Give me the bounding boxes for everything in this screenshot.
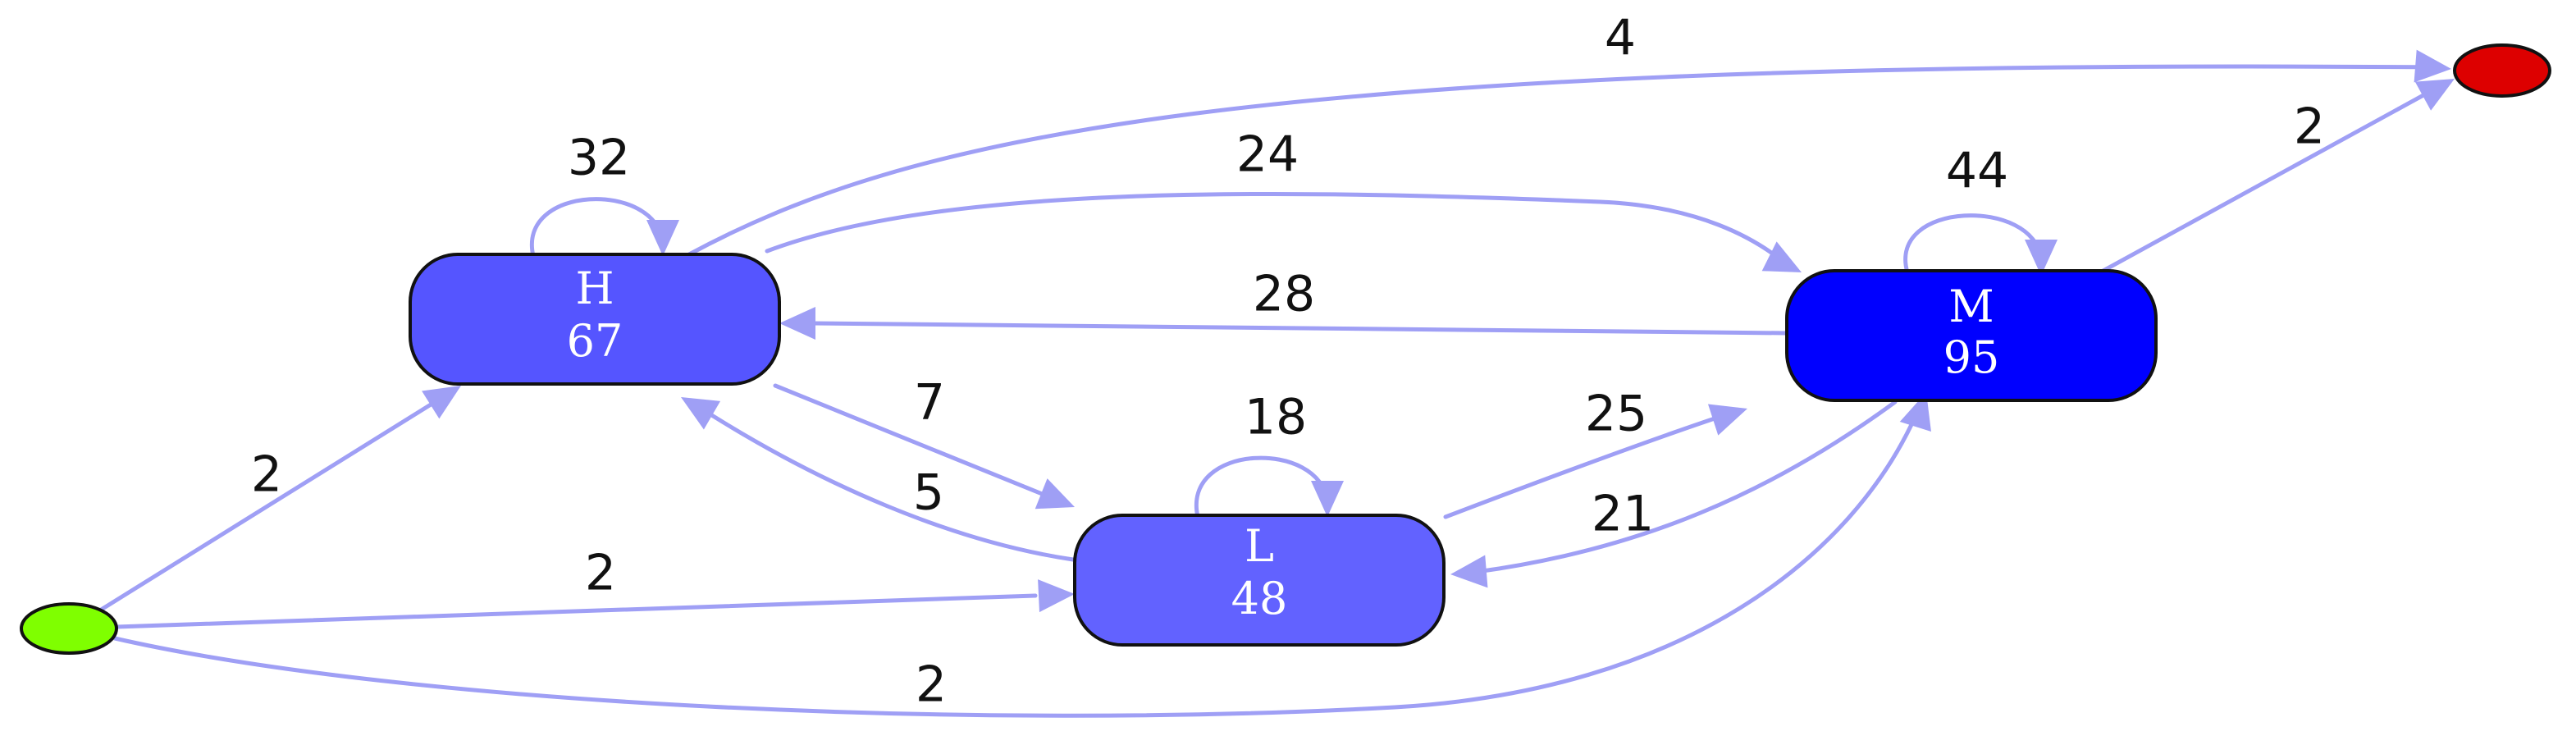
edge-h-l-arrowhead [1035,478,1075,510]
node-h-box [409,253,781,386]
edge-l-l-label: 18 [1245,389,1307,446]
end-node [2453,43,2551,98]
edge-m-h-label: 28 [1253,266,1315,323]
edge-start-h [96,400,437,614]
edge-h-l [773,383,1053,500]
edge-h-h [529,197,665,258]
edge-m-m-arrowhead [2025,240,2058,276]
edge-m-h [810,321,1789,336]
edge-h-m-arrowhead [1761,241,1802,272]
edge-l-h-label: 5 [913,464,944,522]
edge-l-h [701,408,1076,562]
node-l-label: L [1245,520,1274,572]
node-m-label: M [1948,281,1994,332]
nodes-layer: H 67 M 95 L 48 [20,43,2551,655]
edge-start-l-label: 2 [585,545,616,602]
edge-h-m [765,191,1791,268]
node-h: H 67 [409,253,781,386]
edge-h-end-arrowhead [2414,49,2451,83]
edge-labels-layer: 32 44 18 4 2 24 28 7 5 25 21 2 2 2 [251,10,2325,714]
edge-h-h-arrowhead [646,220,679,256]
node-m: M 95 [1785,269,2158,402]
edge-start-h-arrowhead [422,386,461,419]
node-m-box [1785,269,2158,402]
node-h-value: 67 [567,315,623,367]
edge-h-h-label: 32 [568,130,630,187]
edge-l-m-arrowhead [1707,404,1747,436]
edge-m-l-label: 21 [1592,486,1654,543]
edge-start-m [112,408,1921,718]
edge-l-m [1443,413,1727,519]
edge-m-h-arrowhead [779,307,815,340]
edge-h-end-label: 4 [1605,10,1636,67]
edge-m-l-arrowhead [1450,555,1488,588]
node-l: L 48 [1073,514,1446,647]
edge-start-m-label: 2 [916,656,947,714]
node-m-value: 95 [1943,331,2000,383]
edge-h-end [687,64,2439,257]
edge-l-h-arrowhead [681,397,721,430]
edge-m-end-arrowhead [2414,79,2455,111]
edge-h-m-label: 24 [1236,126,1299,184]
edge-l-l [1194,455,1330,519]
edge-start-l [114,593,1038,629]
edge-m-end [2098,88,2435,275]
node-h-label: H [575,263,614,314]
edge-l-l-arrowhead [1311,481,1344,517]
edge-start-l-arrowhead [1038,579,1075,613]
edge-start-h-label: 2 [251,446,282,504]
edge-m-m [1903,213,2044,275]
edge-m-l [1474,400,1898,574]
edge-m-m-label: 44 [1946,143,2008,200]
edge-l-m-label: 25 [1585,386,1647,443]
start-node [20,602,118,655]
edge-m-end-label: 2 [2294,98,2325,156]
edges-layer [96,49,2455,718]
node-l-box [1073,514,1446,647]
edge-h-l-label: 7 [914,374,945,432]
node-l-value: 48 [1231,573,1288,624]
